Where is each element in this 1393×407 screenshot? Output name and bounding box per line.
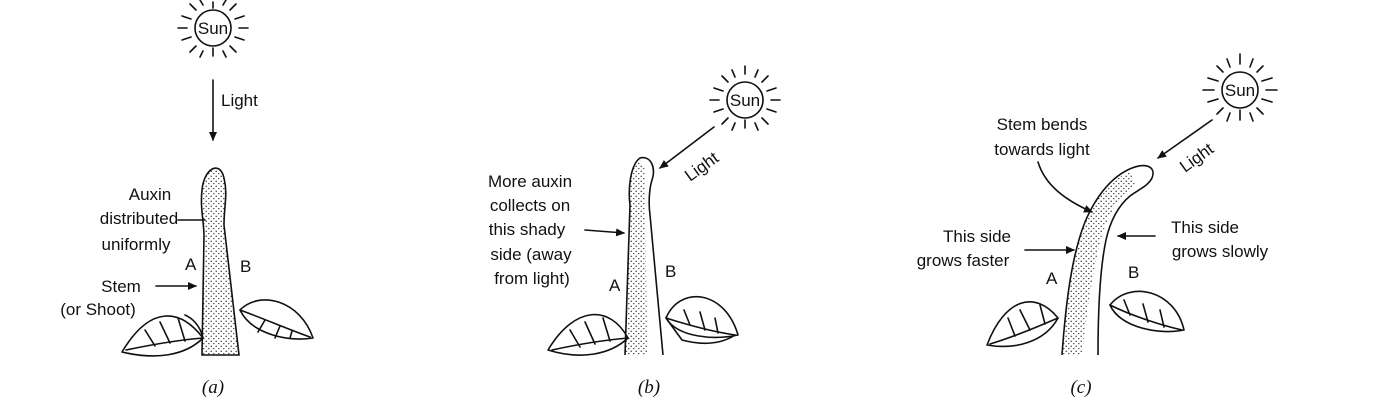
leaf-left: [547, 313, 629, 356]
svg-text:towards light: towards light: [994, 140, 1090, 159]
stem-label: Stem (or Shoot): [60, 277, 141, 319]
sun-label: Sun: [730, 91, 760, 110]
svg-text:More auxin: More auxin: [488, 172, 572, 191]
sun-icon: Sun: [177, 0, 249, 58]
leaf-right: [239, 299, 314, 340]
light-arrow: [659, 126, 715, 169]
leaf-right: [1109, 290, 1185, 333]
leaf-left: [121, 314, 204, 357]
stem: [1061, 164, 1154, 356]
svg-text:distributed: distributed: [100, 209, 178, 228]
svg-text:this shady: this shady: [489, 220, 566, 239]
panel-b: Sun Light More auxin collects on this sh…: [488, 65, 781, 398]
light-arrow: [1157, 119, 1213, 159]
svg-text:Auxin: Auxin: [129, 185, 172, 204]
svg-text:grows slowly: grows slowly: [1172, 242, 1269, 261]
leaf-right: [665, 295, 739, 345]
bend-pointer: [1037, 161, 1093, 213]
side-a-label: A: [609, 276, 621, 295]
svg-text:This side: This side: [943, 227, 1011, 246]
side-a-label: A: [185, 255, 197, 274]
caption-a: (a): [202, 377, 224, 398]
stem: [200, 167, 240, 356]
side-b-label: B: [665, 262, 676, 281]
sun-label: Sun: [198, 19, 228, 38]
auxin-label: Auxin distributed uniformly: [100, 185, 178, 254]
side-b-label: B: [240, 257, 251, 276]
panel-c: Sun Light Stem bends towards light This …: [917, 53, 1278, 398]
svg-text:(or Shoot): (or Shoot): [60, 300, 136, 319]
svg-text:This side: This side: [1171, 218, 1239, 237]
faster-label: This side grows faster: [917, 227, 1011, 270]
panel-a: Sun Light Auxin distributed uniformly A …: [60, 0, 314, 398]
stem: [624, 156, 664, 356]
sun-icon: Sun: [1202, 53, 1278, 122]
auxin-pointer: [584, 228, 625, 237]
svg-text:Stem: Stem: [101, 277, 141, 296]
svg-text:grows faster: grows faster: [917, 251, 1010, 270]
side-a-label: A: [1046, 269, 1058, 288]
svg-text:collects on: collects on: [490, 196, 570, 215]
light-label: Light: [681, 148, 722, 185]
slower-label: This side grows slowly: [1171, 218, 1269, 261]
svg-text:uniformly: uniformly: [102, 235, 171, 254]
light-label: Light: [1176, 139, 1217, 176]
sun-icon: Sun: [709, 65, 781, 131]
bend-label: Stem bends towards light: [994, 115, 1090, 159]
svg-text:from light): from light): [494, 269, 570, 288]
svg-text:Stem bends: Stem bends: [997, 115, 1088, 134]
caption-c: (c): [1070, 377, 1091, 398]
caption-b: (b): [638, 377, 660, 398]
svg-text:side (away: side (away: [490, 245, 572, 264]
stem-shaded-side: [1062, 172, 1136, 355]
sun-label: Sun: [1225, 81, 1255, 100]
leaf-left: [986, 301, 1059, 348]
light-label: Light: [221, 91, 258, 110]
side-b-label: B: [1128, 263, 1139, 282]
auxin-label: More auxin collects on this shady side (…: [488, 172, 572, 288]
